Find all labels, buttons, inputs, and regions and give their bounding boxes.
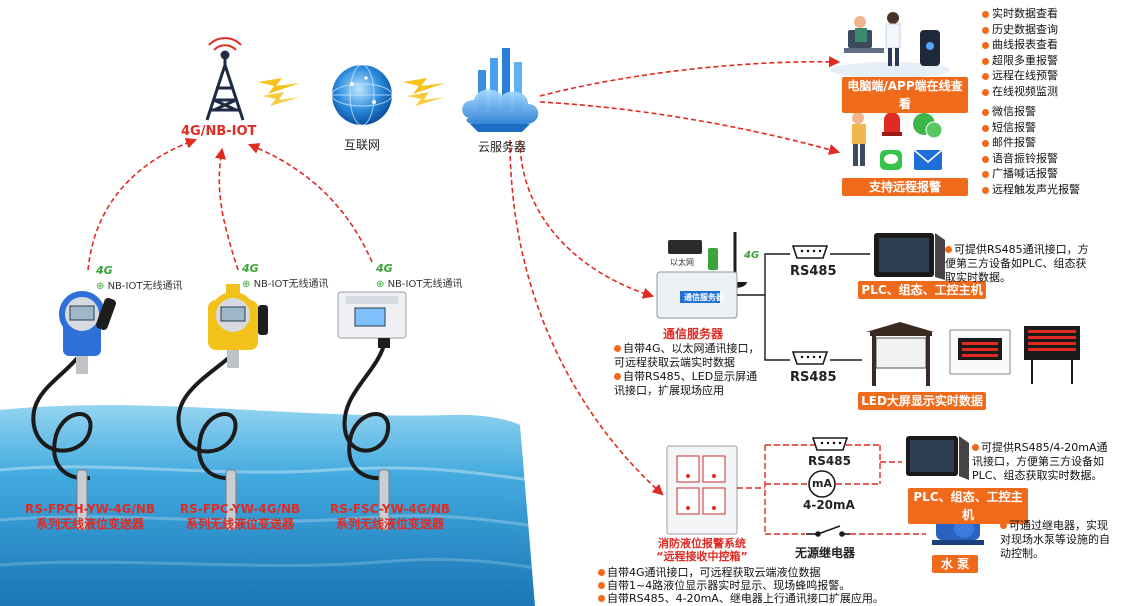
- comm-server-4g-badge: 4G: [744, 250, 760, 261]
- plc-title-top: PLC、组态、工控主机: [858, 281, 986, 299]
- feature-item: 在线视频监测: [982, 84, 1058, 100]
- online-view-illustration: [830, 12, 950, 78]
- sensor-3-transmitter: [337, 291, 407, 531]
- comm-server-notes: 自带4G、以太网通讯接口，可远程获取云端实时数据 自带RS485、LED显示屏通…: [614, 342, 764, 398]
- sensor-1-transmitter: [31, 291, 116, 531]
- sensor-1-comm-badge: 4G ⊕ NB-IOT无线通讯: [96, 264, 182, 292]
- feature-item: 超限多重报警: [982, 53, 1058, 69]
- feature-item: 历史数据查询: [982, 22, 1058, 38]
- sensor-model: RS-FPC-YW-4G/NB: [179, 502, 301, 516]
- comm-server-device: [656, 232, 747, 319]
- rs485-port-icon: [811, 437, 849, 451]
- comm-server-device-text: 通信服务器: [684, 293, 724, 302]
- online-view-features: 实时数据查看 历史数据查询 曲线报表查看 超限多重报警 远程在线预警 在线视频监…: [982, 6, 1058, 99]
- ethernet-globe-icon: ⊕: [242, 279, 251, 290]
- feature-item: 远程触发声光报警: [982, 182, 1080, 198]
- sensor-model: RS-FSC-YW-4G/NB: [329, 502, 451, 516]
- fire-box-title: 消防液位报警系统 “远程接收中控箱”: [656, 537, 748, 563]
- comm-label: NB-IOT无线通讯: [253, 279, 329, 290]
- milliamp-symbol: mA: [812, 477, 832, 490]
- sensor-2-transmitter: [176, 284, 268, 531]
- comm-server-wiring: [737, 253, 870, 361]
- feature-item: 广播喊话报警: [982, 166, 1080, 182]
- led-display-boards: [866, 322, 1080, 386]
- internet-label: 互联网: [344, 138, 381, 152]
- feature-item: 远程在线预警: [982, 68, 1058, 84]
- sensor-2-comm-badge: 4G ⊕ NB-IOT无线通讯: [242, 262, 328, 290]
- fire-4-20ma-label: 4-20mA: [803, 498, 855, 512]
- 4g-badge: 4G: [242, 262, 259, 275]
- feature-item: 实时数据查看: [982, 6, 1058, 22]
- comm-server-title: 通信服务器: [663, 327, 724, 341]
- plc-title-bottom: PLC、组态、工控主机: [908, 488, 1028, 524]
- ethernet-globe-icon: ⊕: [96, 281, 105, 292]
- ethernet-port-label: 以太网: [670, 258, 694, 267]
- tower-label: 4G/NB-IOT: [181, 124, 257, 139]
- rs485-port-icon: [791, 351, 829, 365]
- internet-globe-icon: [331, 64, 393, 126]
- wechat-icon: [913, 113, 943, 139]
- wireless-signal-icon: [258, 78, 300, 106]
- online-view-title: 电脑端/APP端在线查看: [842, 77, 968, 113]
- data-flow-arrows: [87, 56, 841, 496]
- 4g-badge: 4G: [96, 264, 113, 277]
- sensor-series: 系列无线液位变送器: [185, 517, 294, 531]
- relay-switch-icon: [806, 525, 850, 537]
- plc-note-top: 可提供RS485通讯接口，方便第三方设备如PLC、组态获取实时数据。: [945, 243, 1089, 284]
- sensor-series: 系列无线液位变送器: [335, 517, 444, 531]
- feature-item: 语音振铃报警: [982, 151, 1080, 167]
- relay-label: 无源继电器: [795, 546, 856, 560]
- plc-monitor-icon: [874, 233, 945, 280]
- sea-background: [0, 392, 536, 606]
- note-item: 自带RS485、LED显示屏通讯接口，扩展现场应用: [614, 370, 758, 397]
- cloud-server-icon: [462, 48, 539, 132]
- sensor-2-label: RS-FPC-YW-4G/NB 系列无线液位变送器: [170, 502, 310, 532]
- remote-alarm-title: 支持远程报警: [842, 178, 968, 196]
- sensor-1-label: RS-FPCH-YW-4G/NB 系列无线液位变送器: [20, 502, 160, 532]
- mail-icon: [913, 149, 943, 170]
- feature-item: 曲线报表查看: [982, 37, 1058, 53]
- plc-note-bottom: 可提供RS485/4-20mA通讯接口，方便第三方设备如PLC、组态获取实时数据…: [972, 441, 1108, 482]
- note-item: 自带4G、以太网通讯接口，可远程获取云端实时数据: [614, 342, 760, 369]
- feature-item: 邮件报警: [982, 135, 1080, 151]
- 4g-badge: 4G: [376, 262, 393, 275]
- fire-rs485-label: RS485: [808, 454, 851, 468]
- water-pump-title: 水 泵: [932, 555, 978, 573]
- feature-item: 微信报警: [982, 104, 1080, 120]
- rs485-label-bottom: RS485: [790, 370, 837, 385]
- feature-item: 短信报警: [982, 120, 1080, 136]
- ethernet-globe-icon: ⊕: [376, 279, 385, 290]
- sms-icon: [880, 150, 902, 170]
- rs485-label-top: RS485: [790, 264, 837, 279]
- fire-alarm-control-box: [666, 445, 738, 535]
- comm-label: NB-IOT无线通讯: [387, 279, 463, 290]
- sensor-3-label: RS-FSC-YW-4G/NB 系列无线液位变送器: [320, 502, 460, 532]
- rs485-port-icon: [791, 245, 829, 259]
- sensor-3-comm-badge: 4G ⊕ NB-IOT无线通讯: [376, 262, 462, 290]
- fire-box-notes: 自带4G通讯接口，可远程获取云端液位数据 自带1~4路液位显示器实时显示、现场蜂…: [598, 566, 898, 605]
- wireless-signal-icon: [403, 78, 445, 106]
- note-item: 自带RS485、4-20mA、继电器上行通讯接口扩展应用。: [598, 592, 898, 605]
- plc-monitor-icon: [906, 436, 969, 480]
- note-item: 自带1~4路液位显示器实时显示、现场蜂鸣报警。: [598, 579, 898, 592]
- remote-alarm-illustration: [852, 112, 943, 170]
- sensor-series: 系列无线液位变送器: [35, 517, 144, 531]
- note-item: 自带4G通讯接口，可远程获取云端液位数据: [598, 566, 898, 579]
- led-display-title: LED大屏显示实时数据: [858, 392, 986, 410]
- sensor-model: RS-FPCH-YW-4G/NB: [24, 502, 156, 516]
- remote-alarm-features: 微信报警 短信报警 邮件报警 语音振铃报警 广播喊话报警 远程触发声光报警: [982, 104, 1080, 197]
- comm-label: NB-IOT无线通讯: [107, 281, 183, 292]
- cell-tower-icon: [205, 37, 245, 121]
- water-pump-note: 可通过继电器，实现对现场水泵等设施的自动控制。: [1000, 519, 1110, 560]
- cloud-server-label: 云服务器: [478, 140, 527, 154]
- milliamp-icon: [808, 470, 836, 498]
